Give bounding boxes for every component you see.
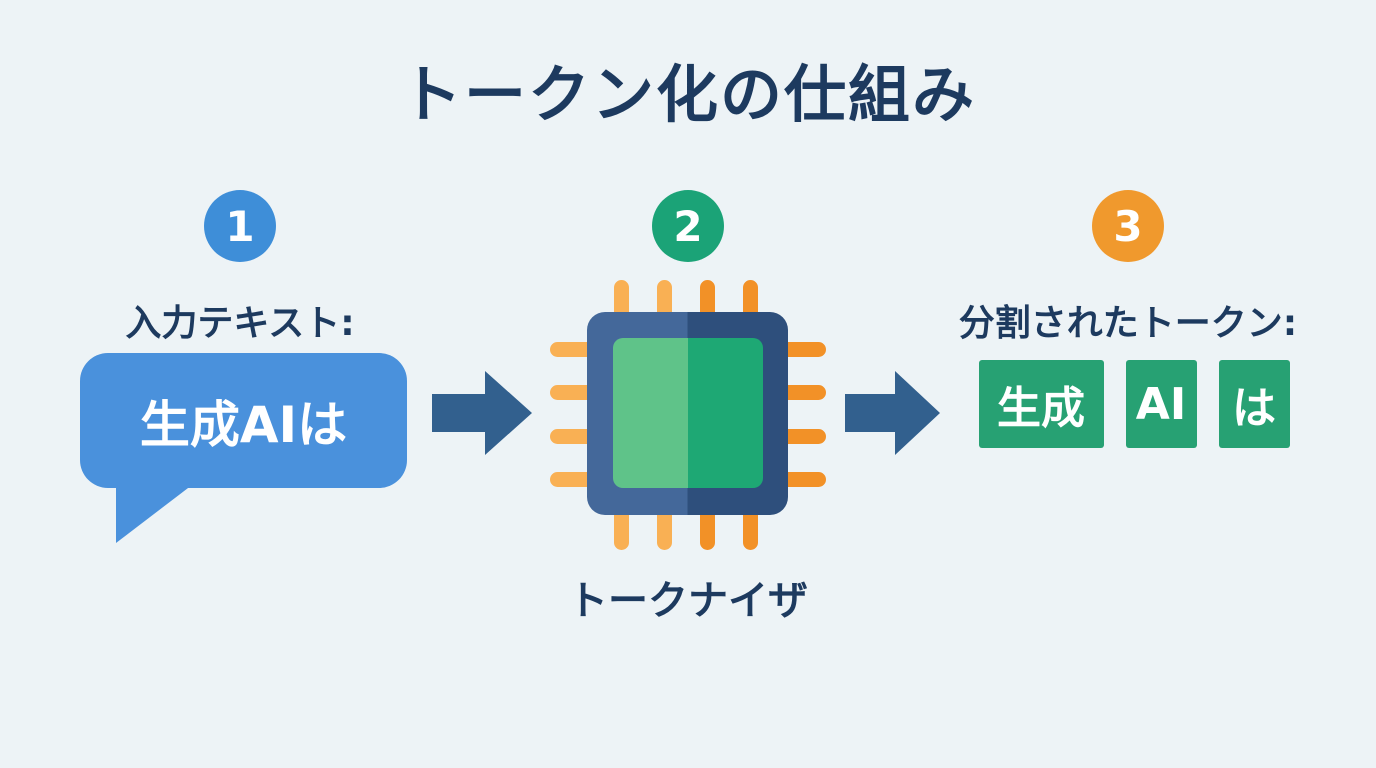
chip-pin-icon xyxy=(700,504,715,550)
token-box: 生成 xyxy=(978,360,1104,448)
input-speech-bubble: 生成AIは xyxy=(80,353,407,543)
chip-pin-icon xyxy=(550,385,596,400)
token-list: 生成 AI は xyxy=(948,360,1320,448)
step-1-badge: 1 xyxy=(204,190,276,262)
chip-pin-icon xyxy=(550,342,596,357)
token-box: AI xyxy=(1125,360,1197,448)
chip-pin-icon xyxy=(780,429,826,444)
chip-pin-icon xyxy=(657,504,672,550)
input-text-label: 入力テキスト: xyxy=(125,303,355,344)
token-text: AI xyxy=(1135,378,1187,430)
input-text-value: 生成AIは xyxy=(139,395,348,454)
chip-pin-icon xyxy=(743,504,758,550)
token-text: は xyxy=(1232,383,1276,434)
token-text: 生成 xyxy=(997,383,1085,434)
tokenizer-chip-icon xyxy=(550,280,826,550)
chip-pin-icon xyxy=(780,342,826,357)
chip-pin-icon xyxy=(780,472,826,487)
chip-core xyxy=(613,338,763,488)
arrow-right-icon xyxy=(432,371,532,455)
step-2-badge: 2 xyxy=(652,190,724,262)
chip-pin-icon xyxy=(780,385,826,400)
step-3-number: 3 xyxy=(1113,201,1143,251)
tokenizer-label: トークナイザ xyxy=(568,578,808,624)
speech-bubble-tail-icon xyxy=(116,485,192,543)
token-box: は xyxy=(1218,360,1290,448)
chip-pin-icon xyxy=(550,429,596,444)
arrow-right-icon xyxy=(845,371,940,455)
step-1-number: 1 xyxy=(225,201,255,251)
step-3-badge: 3 xyxy=(1092,190,1164,262)
diagram-title: トークン化の仕組み xyxy=(399,58,976,131)
output-tokens-label: 分割されたトークン: xyxy=(958,303,1298,344)
step-2-number: 2 xyxy=(673,201,703,251)
chip-pin-icon xyxy=(614,504,629,550)
chip-pin-icon xyxy=(550,472,596,487)
